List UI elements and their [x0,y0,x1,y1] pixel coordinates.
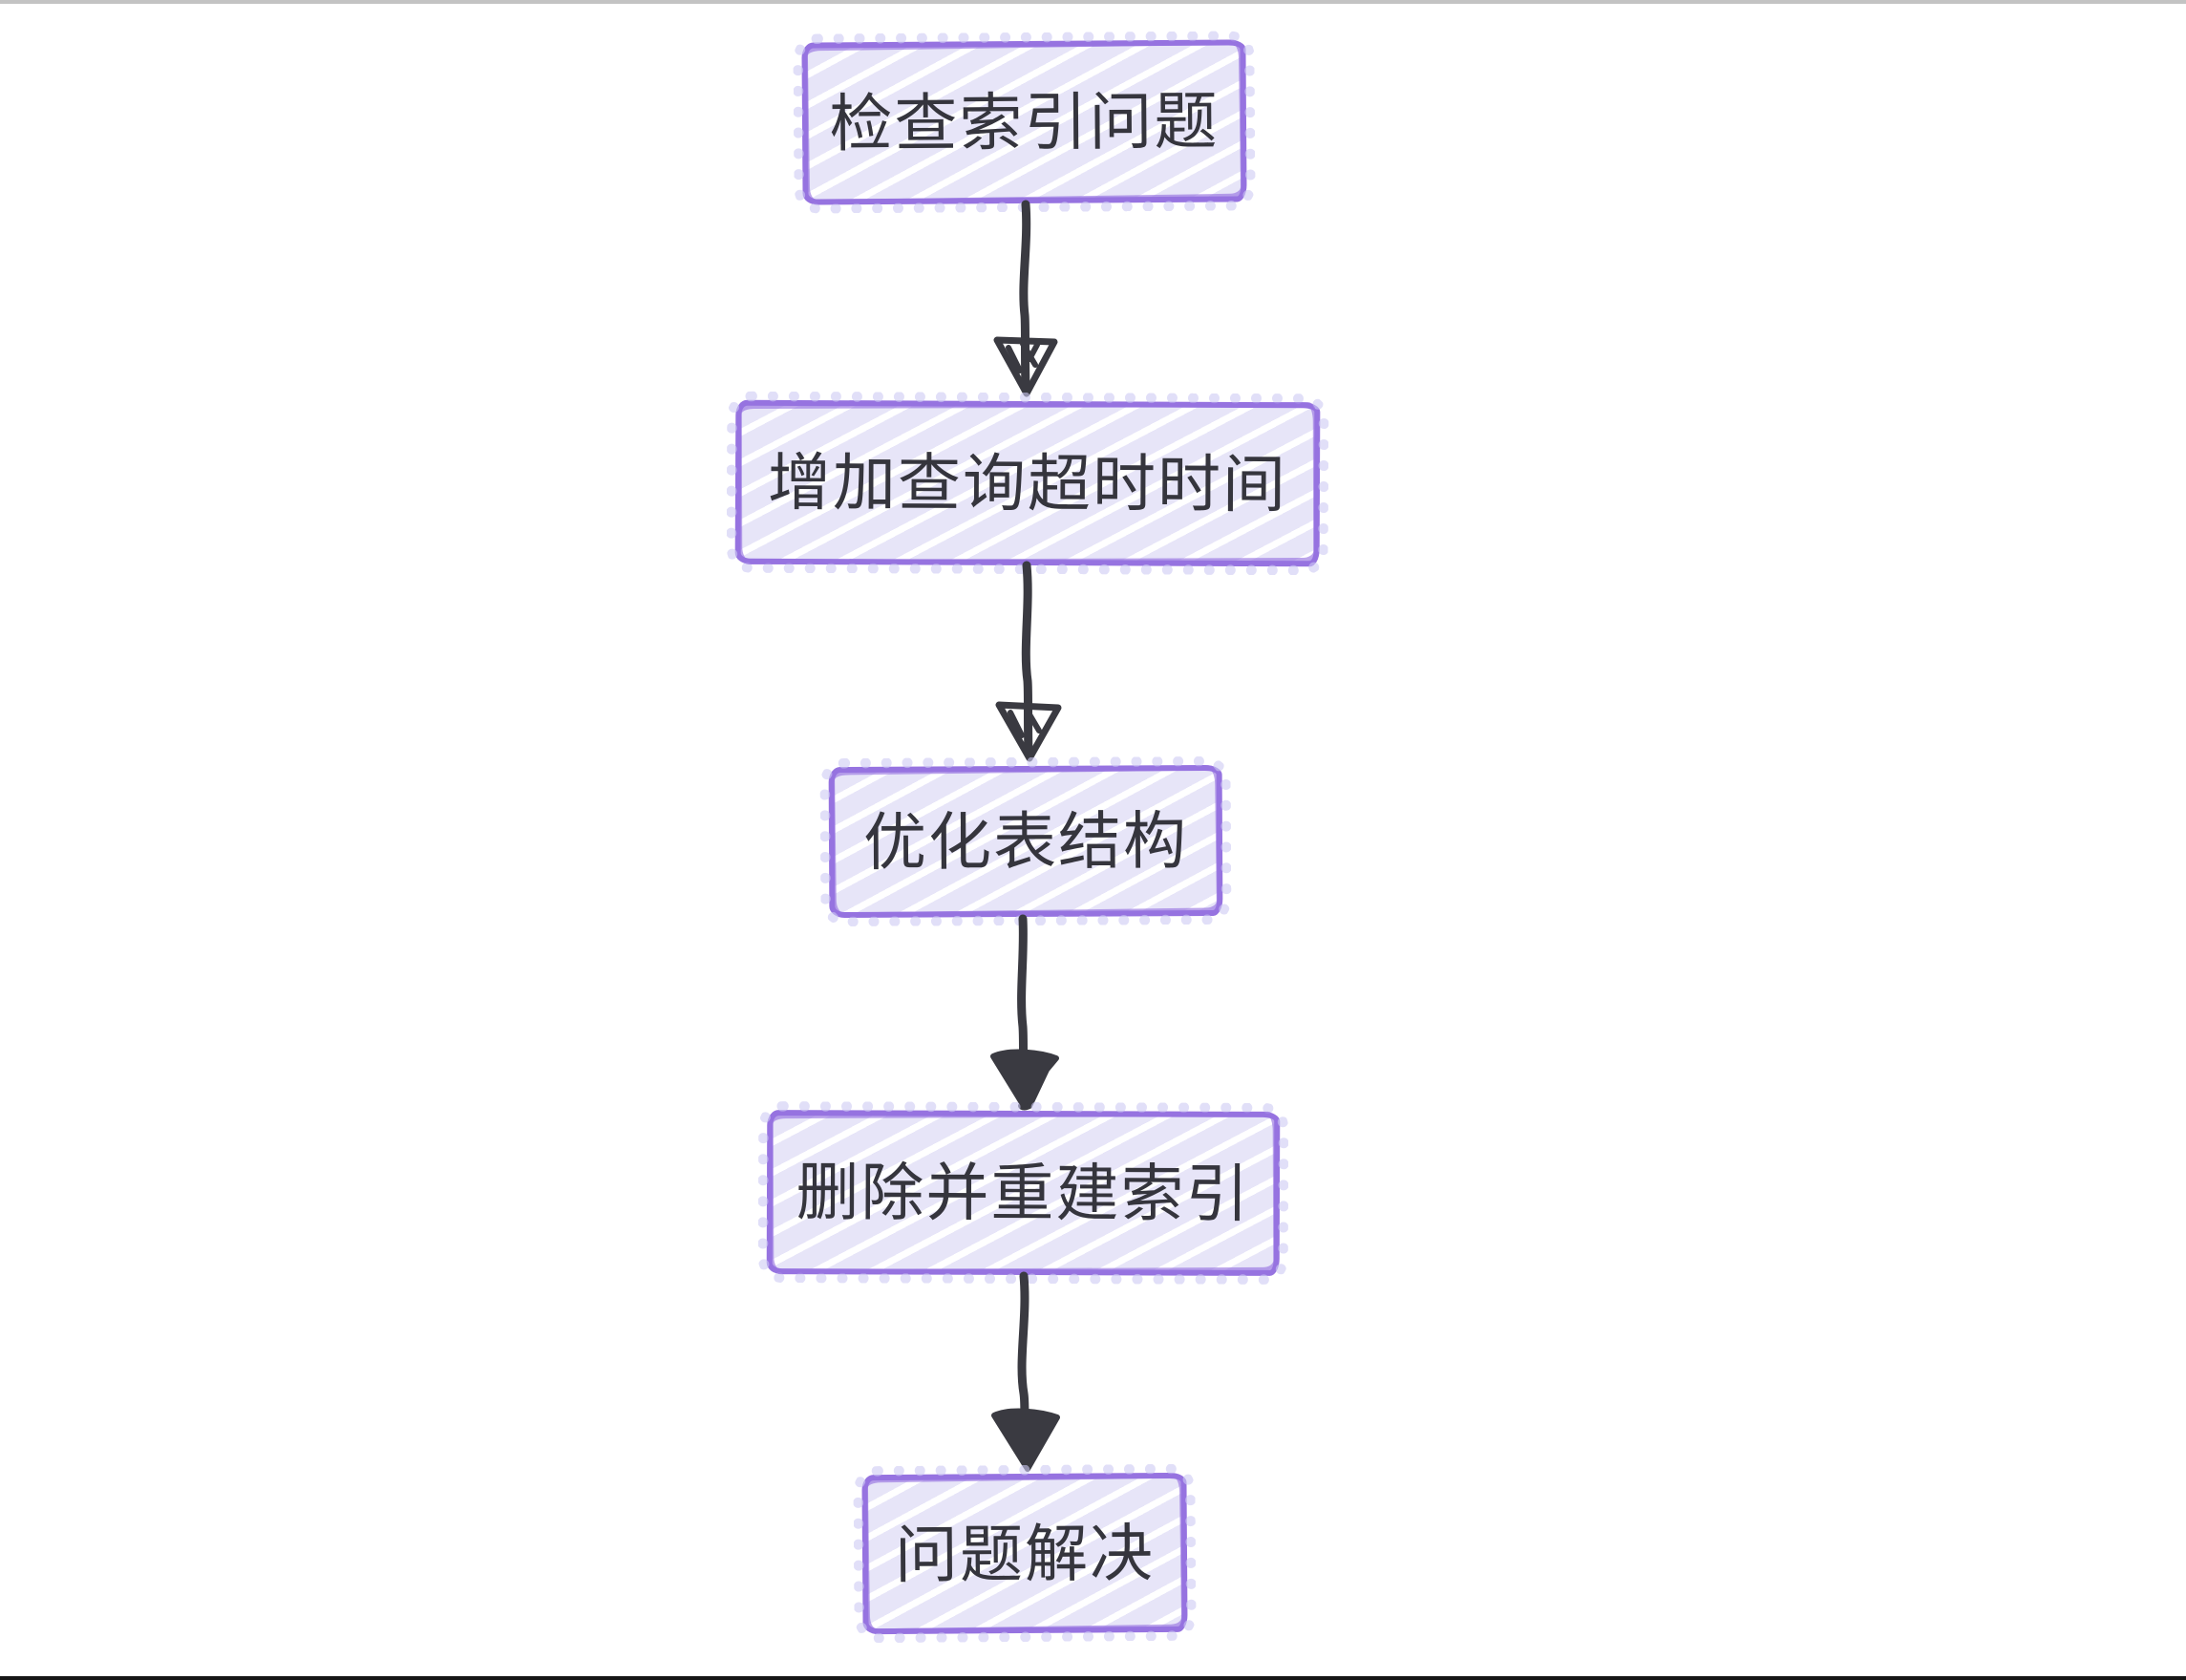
arrowhead-hatched-icon [993,336,1058,397]
window-bottom-strip [0,1676,2186,1680]
arrow-shaft [1019,200,1031,394]
connector-arrow-4 [991,1271,1060,1472]
arrowhead-solid-icon [990,1049,1059,1111]
connector-arrow-3 [990,914,1059,1111]
flow-node-drop-and-rebuild-index: 删除并重建索引 [766,1110,1281,1276]
node-label: 删除并重建索引 [796,1157,1251,1229]
node-label: 检查索引问题 [829,85,1220,159]
flow-node-problem-solved: 问题解决 [861,1472,1188,1635]
arrow-shaft [1021,561,1033,759]
arrowhead-solid-icon [991,1408,1060,1472]
arrowhead-hatched-icon [995,701,1062,762]
window-top-strip [0,0,2186,4]
connector-arrow-1 [993,200,1058,397]
flow-node-optimize-table-structure: 优化表结构 [828,764,1223,919]
node-label: 问题解决 [894,1517,1156,1590]
arrowhead-hatch-lines [1006,341,1040,373]
node-label: 增加查询超时时间 [767,446,1288,521]
connector-arrow-2 [995,561,1062,762]
node-label: 优化表结构 [862,805,1189,878]
flow-node-increase-query-timeout: 增加查询超时时间 [734,399,1321,567]
arrowhead-hatch-lines [1008,707,1042,738]
flow-node-check-index-issue: 检查索引问题 [801,39,1247,205]
